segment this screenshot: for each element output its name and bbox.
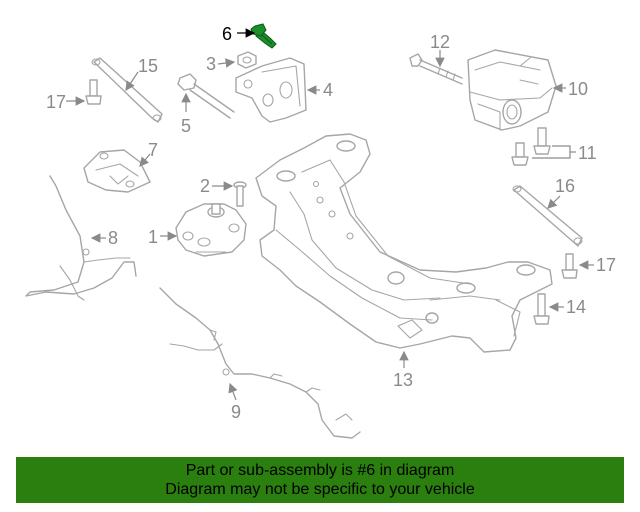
part-2-bolt[interactable]	[233, 181, 247, 207]
callout-13: 13	[393, 370, 413, 390]
callout-2: 2	[200, 176, 210, 196]
part-1-engine-mount[interactable]	[175, 203, 247, 257]
callout-15: 15	[138, 56, 158, 76]
callout-11: 11	[578, 143, 597, 163]
part-4-bracket[interactable]	[235, 57, 307, 123]
callout-17-right: 17	[596, 255, 616, 275]
banner-line-disclaimer: Diagram may not be specific to your vehi…	[165, 481, 475, 498]
callout-7: 7	[148, 140, 158, 160]
part-17-bolt-right[interactable]	[561, 253, 578, 279]
callout-17-left: 17	[46, 92, 66, 112]
callout-4: 4	[323, 80, 333, 100]
part-5-bolt[interactable]	[177, 73, 235, 119]
part-6-bolt[interactable]	[250, 23, 277, 49]
callout-3: 3	[206, 54, 216, 74]
part-3-nut[interactable]	[237, 51, 257, 69]
callout-8: 8	[108, 228, 118, 248]
callout-5: 5	[181, 116, 191, 136]
notice-banner: Part or sub-assembly is #6 in diagram Di…	[16, 457, 624, 503]
callout-12: 12	[430, 32, 450, 52]
callout-1: 1	[148, 227, 158, 247]
part-10-mount[interactable]	[467, 49, 557, 131]
part-17-bolt-left[interactable]	[85, 79, 102, 105]
callout-16: 16	[555, 176, 575, 196]
part-8-harness[interactable]	[25, 175, 137, 301]
callout-6: 6	[222, 24, 232, 44]
part-11-bolts[interactable]	[511, 127, 551, 166]
part-16-link-rod[interactable]	[512, 185, 583, 247]
callout-10: 10	[568, 79, 588, 99]
part-9-harness[interactable]	[159, 287, 361, 439]
part-14-bolt[interactable]	[533, 293, 550, 325]
part-12-bolt[interactable]	[409, 53, 463, 85]
callout-9: 9	[231, 402, 241, 422]
exploded-parts-diagram: 6 3 4 5 15 17 12 10 11 7 8 2 1 16 17 14 …	[25, 23, 616, 439]
part-7-bracket[interactable]	[83, 149, 151, 193]
callout-leaders	[66, 28, 594, 401]
part-13-subframe[interactable]	[255, 133, 553, 353]
banner-line-part: Part or sub-assembly is #6 in diagram	[185, 462, 455, 479]
callout-14: 14	[566, 297, 586, 317]
